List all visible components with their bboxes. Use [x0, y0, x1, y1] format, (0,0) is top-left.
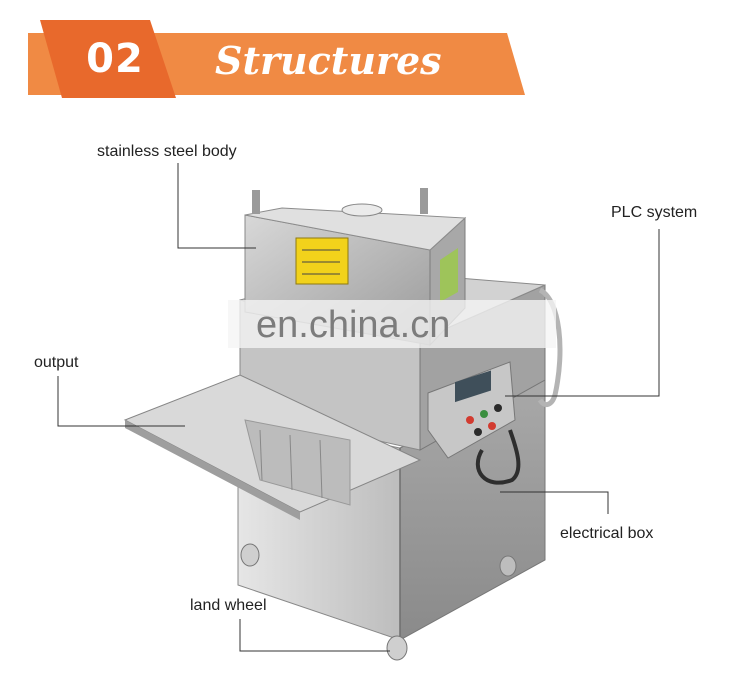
power-cable [475, 429, 521, 485]
watermark-band [228, 300, 556, 348]
callout-electrical-box: electrical box [560, 525, 654, 542]
callout-land-wheel: land wheel [190, 597, 267, 614]
plc-panel [427, 361, 516, 459]
section-title: Structures [215, 38, 442, 83]
watermark-text: en.china.cn [256, 304, 451, 346]
callout-stainless-steel-body: stainless steel body [97, 143, 237, 160]
section-banner [28, 20, 525, 98]
callout-output: output [34, 354, 79, 371]
output-tray [123, 374, 422, 520]
number-tab [40, 20, 176, 98]
callout-plc-system: PLC system [611, 204, 698, 221]
section-number: 02 [86, 36, 144, 82]
land-wheels [240, 543, 517, 661]
